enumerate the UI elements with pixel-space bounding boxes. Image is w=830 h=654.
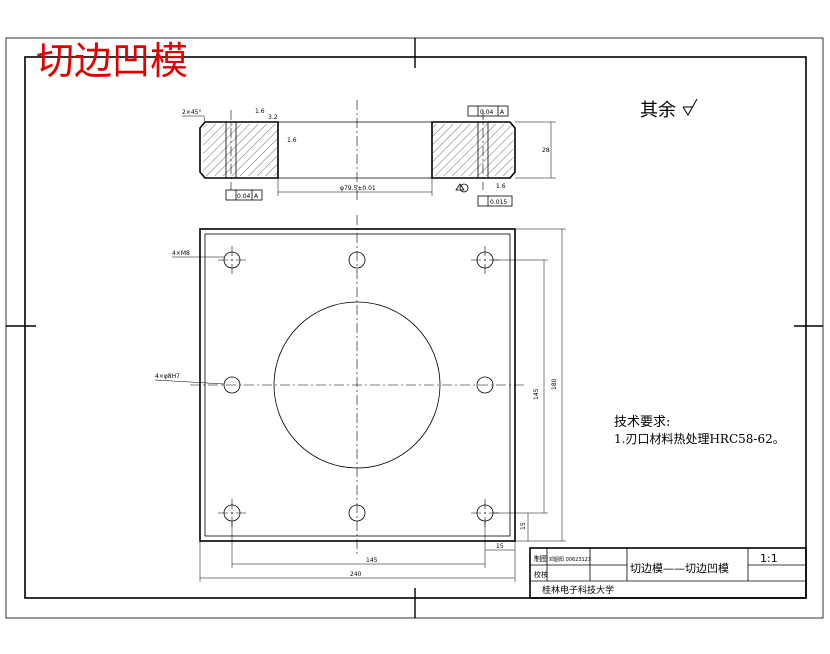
gdt-right-tol: 0.04 [480,109,494,116]
holes-label-1: 4×M8 [172,250,190,257]
surface-finish-note: 其余 [640,100,676,121]
bolt-holes [223,251,494,522]
tb-row2-label: 校核 [534,570,548,579]
roughness-3: 1.6 [287,137,297,144]
tb-part-name: 切边模——切边凹模 [630,562,729,575]
outer-frame [5,37,824,619]
roughness-4: 1.6 [496,183,506,190]
tb-row1-label: 制图 [534,554,548,563]
bore-dim: φ79.5±0.01 [340,185,376,192]
tech-req-item1: 1.刃口材料热处理HRC58-62。 [614,432,785,446]
chamfer-dim: 2×45° [182,109,201,116]
dim-145-v: 145 [533,388,540,400]
tech-req-heading: 技术要求: [614,415,670,430]
dim-15-x: 15 [496,543,504,550]
title-block: 制图 邓韶阳 00623123 校核 切边模——切边凹模 1:1 桂林电子科技大… [529,547,807,599]
gdt-left-ref: A [254,193,259,200]
thickness-dim: 28 [542,147,550,154]
roughness-symbol [682,98,698,116]
dim-240: 240 [350,571,362,578]
inner-frame [24,56,807,599]
plan-view: 4×M8 4×φ8H7 145 240 15 145 180 15 [154,215,566,582]
drawing-title: 切边凹模 [36,39,188,83]
tb-school: 桂林电子科技大学 [542,584,614,596]
holes-label-2: 4×φ8H7 [155,373,180,380]
dim-180: 180 [551,378,558,390]
gdt-flat-tol: 0.015 [490,199,507,206]
dim-15-y: 15 [520,522,527,530]
section-view: φ79.5±0.01 28 2×45° 1.6 3.2 1.6 1.6 0.04… [182,100,556,207]
roughness-2: 3.2 [268,114,278,121]
gdt-right-ref: A [500,109,505,116]
roughness-1: 1.6 [255,108,265,115]
centering-marks [6,38,823,618]
tb-row1-name: 邓韶阳 00623123 [549,556,591,563]
dim-145-h: 145 [366,557,378,564]
tb-scale: 1:1 [760,552,778,565]
gdt-left-tol: 0.04 [237,193,251,200]
